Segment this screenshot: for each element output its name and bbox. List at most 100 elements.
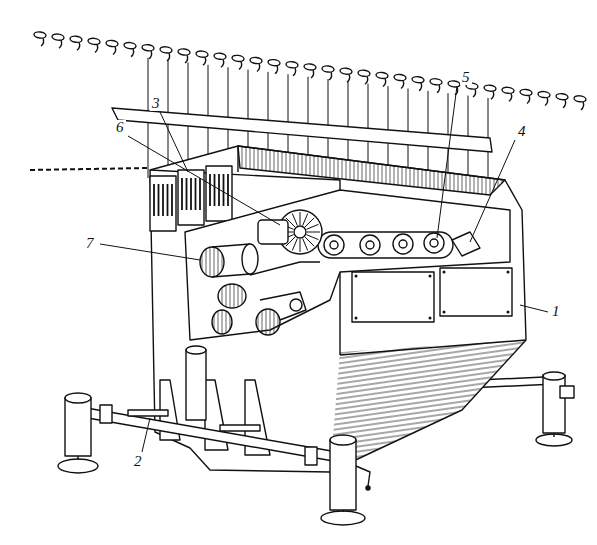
shackle-hangers (408, 88, 409, 170)
overhead-conveyor-chain (401, 81, 404, 89)
lower-chain (30, 168, 148, 170)
gears (212, 310, 232, 334)
rollers (330, 241, 338, 249)
overhead-conveyor-chain (268, 59, 281, 66)
panel-bolts (429, 317, 432, 320)
overhead-conveyor-chain (70, 36, 83, 43)
picker-fingers (186, 178, 188, 210)
housing-edge (340, 340, 526, 355)
drive-wheel (292, 214, 297, 226)
overhead-conveyor-chain (473, 89, 476, 97)
gears (260, 292, 306, 320)
stand (553, 433, 554, 437)
overhead-conveyor-chain (340, 67, 353, 74)
leader-lines (128, 136, 280, 225)
overhead-conveyor-chain (304, 63, 317, 70)
stand (366, 486, 370, 490)
leader-lines (470, 140, 515, 242)
overhead-conveyor-chain (167, 53, 170, 61)
picker-fingers (181, 178, 183, 210)
overhead-conveyor-chain (95, 44, 98, 52)
overhead-conveyor-chain (527, 95, 530, 103)
gears (212, 284, 306, 335)
rollers (399, 240, 407, 248)
overhead-conveyor-chain (347, 74, 350, 82)
overhead-conveyor-chain (538, 91, 551, 98)
leader-lines (100, 86, 548, 452)
overhead-conveyor-chain (221, 59, 224, 67)
overhead-conveyor-chain (286, 61, 299, 68)
picker-fingers (190, 178, 192, 210)
overhead-conveyor-chain (239, 61, 242, 69)
callout-number: 6 (114, 120, 126, 135)
rollers (324, 235, 344, 255)
stand (305, 447, 317, 465)
rollers (393, 234, 413, 254)
overhead-conveyor-chain (430, 78, 443, 85)
overhead-conveyor-chain (563, 100, 566, 108)
shackle-hangers (328, 79, 329, 161)
overhead-conveyor-chain (394, 74, 407, 81)
drive-wheel (300, 212, 301, 225)
drive-wheel (303, 238, 308, 250)
stand (330, 435, 356, 445)
callout-number: 7 (84, 236, 96, 251)
hopper-shading (330, 340, 526, 472)
picker-fingers (150, 176, 176, 231)
callout-number: 5 (460, 70, 472, 85)
roller (242, 244, 258, 274)
overhead-conveyor-chain (502, 87, 515, 94)
picker-fingers (167, 184, 169, 216)
rollers (366, 241, 374, 249)
jack (186, 346, 206, 420)
picker-fingers (209, 174, 211, 206)
overhead-conveyor-chain (275, 66, 278, 74)
picker-fingers (206, 166, 232, 221)
overhead-conveyor-chain (178, 48, 191, 55)
stand (77, 456, 78, 460)
picker-fingers (199, 178, 201, 210)
overhead-conveyor-chain (214, 53, 227, 60)
drive-wheel (258, 210, 322, 254)
overhead-conveyor-chain (232, 55, 245, 62)
stand (65, 398, 91, 456)
overhead-conveyor-chain (257, 64, 260, 72)
shackle-hangers (248, 70, 249, 151)
overhead-conveyor-chain (581, 102, 584, 110)
drive-wheel (292, 238, 297, 250)
shackle-hangers (348, 81, 349, 163)
leader-lines (520, 305, 548, 312)
stand (58, 459, 98, 473)
picker-fingers (195, 178, 197, 210)
overhead-conveyor-chain (41, 38, 44, 46)
rollers (430, 239, 438, 247)
stand (58, 393, 370, 525)
panel-bolts (355, 317, 358, 320)
cutaway (185, 190, 510, 340)
panel-bolts (429, 275, 432, 278)
leader-lines (142, 418, 150, 452)
rollers (324, 233, 444, 255)
shackle-hangers (388, 86, 389, 168)
drive-wheel (300, 239, 301, 252)
overhead-conveyor-chain (322, 65, 335, 72)
overhead-conveyor-chain (131, 49, 134, 57)
picker-fingers (158, 184, 160, 216)
gears (290, 299, 302, 311)
jack (186, 350, 206, 420)
rollers (424, 233, 444, 253)
leader-lines (437, 86, 457, 238)
picker-fingers (171, 184, 173, 216)
stand (536, 434, 572, 446)
belt (318, 232, 453, 258)
tensioner (452, 232, 480, 256)
stand (356, 466, 370, 486)
stand (65, 393, 91, 403)
stand (560, 386, 574, 398)
shackle-hangers (308, 77, 309, 158)
stand (330, 440, 356, 510)
drive-wheel (305, 237, 314, 246)
overhead-conveyor-chain (160, 46, 173, 53)
picker-fingers (223, 174, 225, 206)
